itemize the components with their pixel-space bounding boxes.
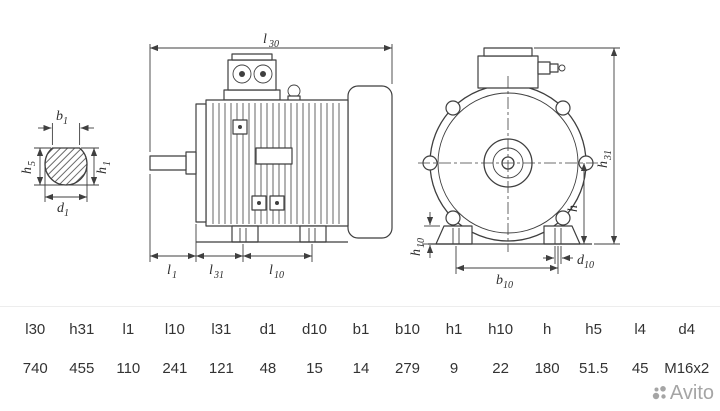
table-values-row: 740 455 110 241 121 48 15 14 279 9 22 18… <box>12 344 710 383</box>
dim-label-d1: d <box>57 201 65 216</box>
svg-text:10: 10 <box>584 260 594 271</box>
dim-h5: h 5 <box>20 147 64 186</box>
dim-label-d10: d <box>577 253 585 268</box>
svg-text:1: 1 <box>64 208 69 219</box>
shaft-section-shape <box>44 147 88 186</box>
table-value-cell: 241 <box>162 360 188 377</box>
left-foot-front <box>435 225 473 245</box>
front-foot <box>231 225 259 243</box>
technical-drawing: b 1 h 5 h 1 d <box>20 32 620 291</box>
dimensions-table: l30 h31 l1 l10 l31 d1 d10 b1 b10 h1 h10 … <box>0 306 720 383</box>
dim-d10: d 10 <box>543 246 594 271</box>
dim-label-b10: b <box>496 273 503 288</box>
svg-text:31: 31 <box>603 150 614 161</box>
svg-text:1: 1 <box>172 270 177 281</box>
table-header-cell: l30 <box>25 321 46 338</box>
table-header-cell: h1 <box>445 321 463 338</box>
dim-bottom-lengths: l 1 l 31 l 10 <box>149 174 313 281</box>
table-value-cell: 455 <box>69 360 95 377</box>
table-value-cell: 121 <box>208 360 234 377</box>
fan-cowl <box>347 85 393 239</box>
terminal-box-front <box>477 47 566 89</box>
table-header-cell: h <box>542 321 552 338</box>
dim-label-h31: h <box>596 161 611 168</box>
dim-label-l30: l <box>263 32 267 47</box>
dim-b1: b 1 <box>38 109 94 145</box>
dim-label-h5: h <box>20 167 35 174</box>
svg-text:30: 30 <box>268 39 279 50</box>
dim-label-h: h <box>566 205 581 212</box>
table-header-cell: h31 <box>69 321 95 338</box>
dim-label-l31: l <box>209 263 213 278</box>
svg-text:31: 31 <box>213 270 224 281</box>
table-header-cell: l4 <box>634 321 647 338</box>
table-header-cell: b1 <box>352 321 370 338</box>
table-header-cell: d10 <box>301 321 327 338</box>
table-value-cell: 51.5 <box>579 360 609 377</box>
svg-text:10: 10 <box>503 280 513 291</box>
motor-dimension-drawing: b 1 h 5 h 1 d <box>20 32 620 291</box>
avito-watermark: Avito <box>652 383 714 403</box>
table-value-cell: 15 <box>306 360 323 377</box>
right-foot-front <box>543 225 581 245</box>
table-value-cell: 180 <box>534 360 560 377</box>
shaft-shoulder <box>185 151 197 175</box>
shaft <box>149 155 187 171</box>
table-header-cell: l1 <box>122 321 135 338</box>
table-header-cell: d1 <box>259 321 277 338</box>
table-header-cell: b10 <box>395 321 421 338</box>
motor-front-view: h 31 h h 10 b 10 <box>409 47 620 291</box>
dim-h31: h 31 <box>534 47 620 245</box>
table-value-cell: M16x2 <box>664 360 710 377</box>
table-value-cell: 45 <box>631 360 649 377</box>
table-header-cell: l31 <box>211 321 232 338</box>
table-header-cell: d4 <box>678 321 696 338</box>
table-value-cell: 110 <box>116 360 141 377</box>
dim-l30: l 30 <box>149 32 393 152</box>
table-header-row: l30 h31 l1 l10 l31 d1 d10 b1 b10 h1 h10 … <box>12 315 710 344</box>
dim-label-b1: b <box>56 109 63 124</box>
dim-h: h <box>566 163 588 244</box>
rear-foot <box>299 225 327 243</box>
shaft-cross-section-view: b 1 h 5 h 1 d <box>20 109 113 219</box>
svg-text:10: 10 <box>416 238 427 248</box>
svg-text:10: 10 <box>274 270 284 281</box>
table-header-cell: h5 <box>585 321 602 338</box>
table-value-cell: 48 <box>259 360 277 377</box>
table-value-cell: 9 <box>449 360 459 377</box>
dim-label-h10: h <box>409 249 424 256</box>
dim-label-l1: l <box>167 263 171 278</box>
svg-text:1: 1 <box>63 116 68 127</box>
watermark-text: Avito <box>669 382 714 404</box>
svg-text:1: 1 <box>102 161 113 166</box>
dim-label-l10: l <box>269 263 273 278</box>
avito-logo-icon <box>652 386 666 400</box>
table-value-cell: 22 <box>492 360 509 377</box>
cable-gland <box>537 61 551 75</box>
dim-b10: b 10 <box>455 246 559 291</box>
table-header-cell: h10 <box>488 321 514 338</box>
motor-side-view: l 30 l 1 l 31 l 10 <box>149 32 393 281</box>
front-end-bell <box>195 103 207 223</box>
table-value-cell: 14 <box>352 360 370 377</box>
table-value-cell: 740 <box>22 360 48 377</box>
dim-d1: d 1 <box>44 166 88 219</box>
svg-text:5: 5 <box>27 161 38 166</box>
nameplate <box>255 147 293 165</box>
table-value-cell: 279 <box>395 360 421 377</box>
dim-h1: h 1 <box>68 147 113 186</box>
table-header-cell: l10 <box>164 321 185 338</box>
dim-label-h1: h <box>95 167 110 174</box>
terminal-box-side <box>223 53 281 101</box>
dim-h10: h 10 <box>409 212 440 258</box>
